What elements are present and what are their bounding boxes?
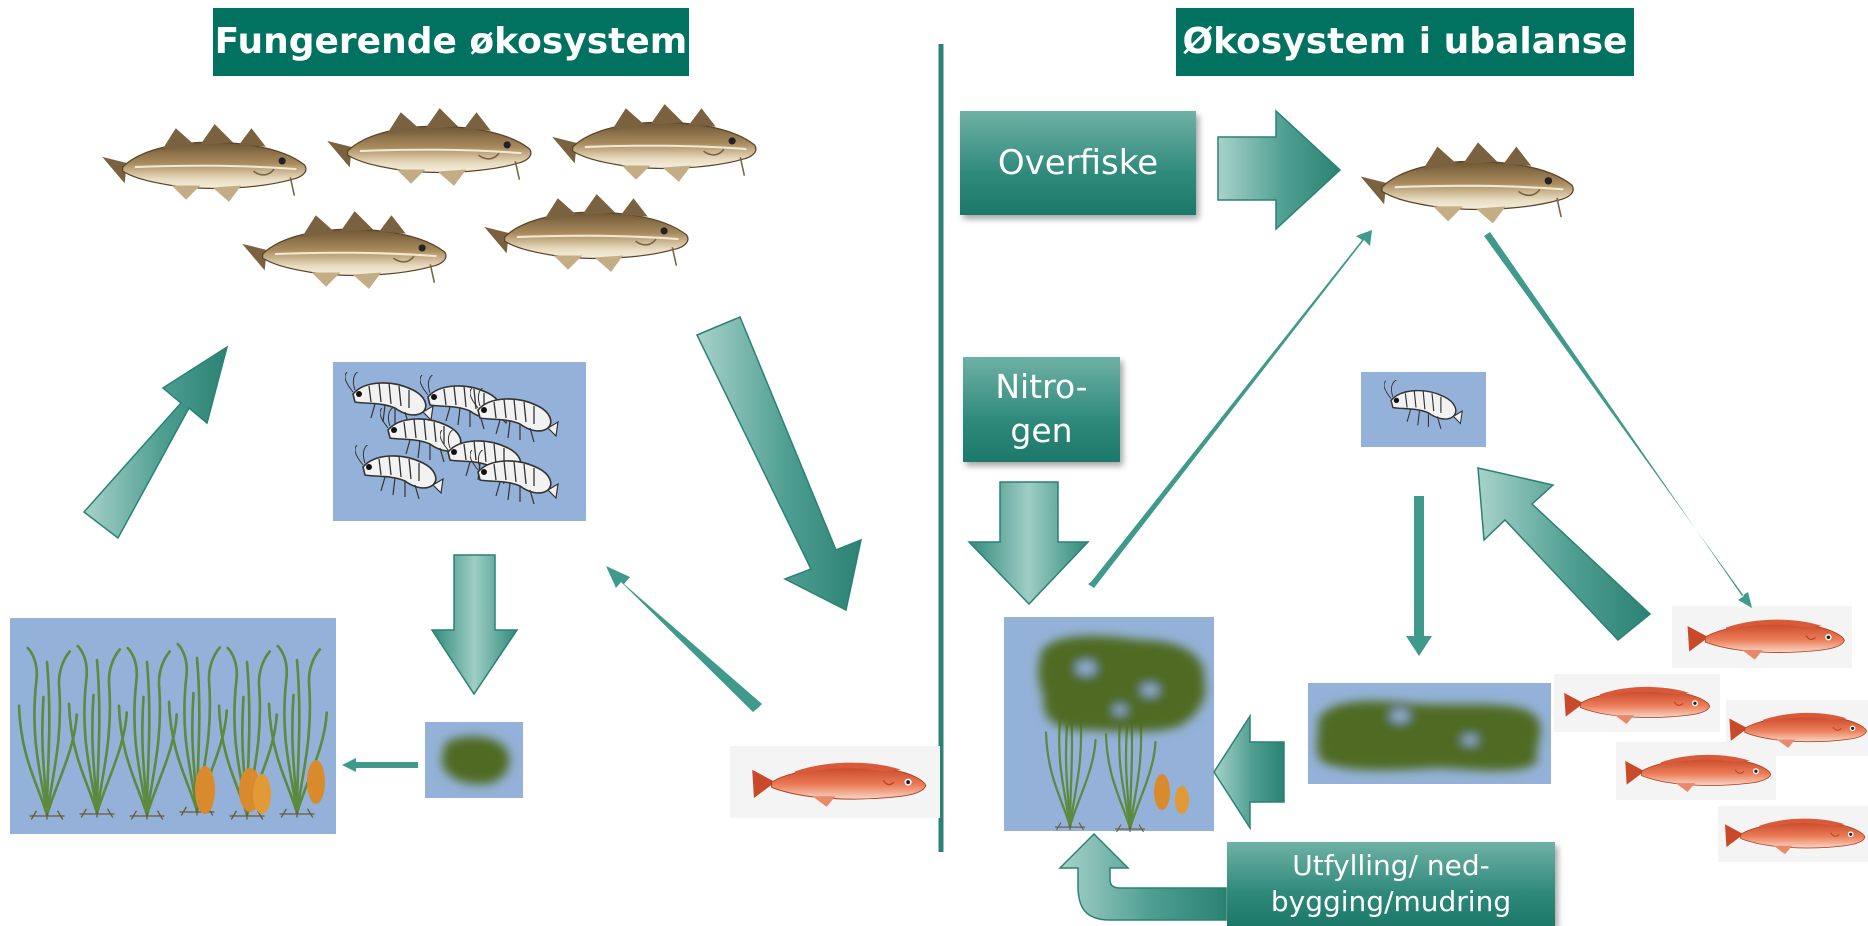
arrow-wrasse-to-krill-right (1478, 468, 1650, 640)
arrow-krill-to-algae-right (1406, 496, 1432, 656)
filling-line2: bygging/mudring (1227, 884, 1555, 920)
seagrass-meadow-left (19, 644, 327, 820)
arrow-nitrogen-down (969, 482, 1088, 604)
cod-right (1361, 142, 1574, 223)
arrow-cod-to-wrasse-thin (1484, 232, 1752, 608)
arrow-cod-to-wrasse (697, 317, 861, 610)
left-title: Fungerende økosystem (213, 8, 689, 76)
arrow-algae-to-seagrass-right (1214, 716, 1284, 828)
krill-swarm-left (345, 370, 558, 504)
cod-school-left (102, 104, 756, 289)
algae-mass-right (1317, 701, 1541, 771)
arrow-algae-to-seagrass (342, 758, 418, 772)
nitrogen-line1: Nitro- (963, 365, 1120, 409)
filling-box: Utfylling/ ned- bygging/mudring (1227, 842, 1555, 926)
arrow-seagrass-to-cod-thin (1088, 230, 1372, 588)
arrow-overfishing-to-cod (1218, 111, 1340, 229)
arrow-wrasse-to-krill (606, 566, 762, 712)
krill-right (1384, 379, 1462, 429)
smothered-seagrass-right (1039, 636, 1206, 832)
overfishing-box: Overfiske (960, 111, 1196, 215)
wrasse-school-right (1554, 606, 1868, 862)
arrow-seagrass-to-cod (84, 347, 227, 538)
nitrogen-box: Nitro- gen (963, 357, 1120, 462)
filling-line1: Utfylling/ ned- (1227, 848, 1555, 884)
arrow-krill-to-algae (432, 555, 517, 694)
algae-blob-left (442, 737, 510, 785)
nitrogen-line2: gen (963, 409, 1120, 453)
arrow-filling-to-seagrass (1060, 834, 1226, 920)
overfishing-label: Overfiske (998, 143, 1158, 183)
right-title: Økosystem i ubalanse (1176, 8, 1634, 76)
